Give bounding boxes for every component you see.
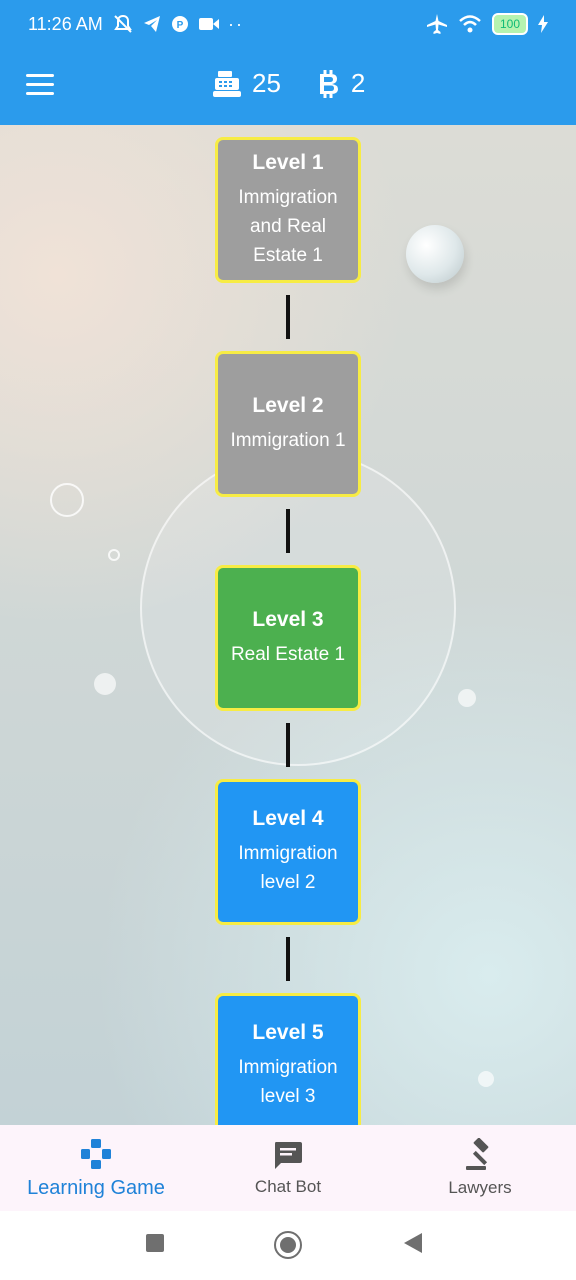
video-camera-icon [199, 18, 219, 30]
menu-icon[interactable] [26, 74, 56, 98]
points-stat: 25 [212, 68, 281, 99]
nav-lawyers[interactable]: Lawyers [384, 1125, 576, 1211]
level-subtitle: Immigration level 2 [238, 843, 338, 893]
charging-icon [538, 15, 548, 33]
level-map[interactable]: Level 1 Immigration and Real Estate 1 Le… [0, 125, 576, 1125]
gavel-icon [466, 1138, 489, 1170]
system-navigation-bar [0, 1211, 576, 1280]
level-title: Level 5 [252, 1021, 324, 1044]
back-icon[interactable] [404, 1233, 422, 1253]
level-connector [286, 509, 290, 553]
more-notifications-icon: ·· [228, 13, 244, 34]
level-title: Level 2 [252, 393, 324, 417]
app-icon: P [172, 16, 188, 32]
status-bar: 11:26 AM P ·· 100 [0, 0, 576, 52]
gamepad-icon [81, 1138, 111, 1169]
background-sphere [406, 225, 464, 283]
background-bubble [94, 673, 116, 695]
status-left-icons: P ·· [112, 13, 244, 35]
svg-text:P: P [177, 20, 184, 31]
level-subtitle: Real Estate 1 [230, 643, 346, 665]
bitcoin-icon [319, 69, 338, 98]
background-bubble [478, 1071, 494, 1087]
points-count: 25 [252, 68, 281, 98]
mute-bell-icon [114, 14, 132, 33]
level-connector [286, 723, 290, 767]
level-connector [286, 937, 290, 981]
level-subtitle: Immigration level 3 [238, 1057, 338, 1107]
background-ring [50, 483, 84, 517]
level-card-5[interactable]: Level 5 Immigration level 3 [215, 993, 361, 1125]
level-subtitle: Immigration and Real Estate 1 [238, 186, 338, 266]
level-title: Level 4 [252, 807, 324, 830]
nav-label: Chat Bot [254, 1177, 322, 1196]
cash-register-icon [213, 70, 241, 97]
nav-label: Learning Game [27, 1176, 165, 1199]
level-title: Level 1 [252, 150, 324, 174]
recent-apps-icon[interactable] [146, 1234, 164, 1252]
telegram-icon [144, 16, 160, 32]
status-time: 11:26 AM [28, 14, 103, 34]
app-stats: 25 2 [212, 68, 365, 99]
chat-icon [275, 1142, 302, 1169]
background-bubble [458, 689, 476, 707]
coins-stat: 2 [317, 68, 365, 99]
bottom-navigation: Learning Game Chat Bot Lawyers [0, 1125, 576, 1211]
level-card-2[interactable]: Level 2 Immigration 1 [215, 351, 361, 497]
app-bar: 25 2 [0, 52, 576, 125]
level-card-4[interactable]: Level 4 Immigration level 2 [215, 779, 361, 925]
airplane-icon [426, 14, 447, 34]
level-title: Level 3 [252, 607, 324, 631]
home-icon[interactable] [274, 1231, 302, 1259]
status-right-icons: 100 [426, 13, 548, 35]
level-subtitle: Immigration 1 [230, 429, 346, 451]
background-ring [108, 549, 120, 561]
coins-count: 2 [350, 68, 366, 98]
nav-label: Lawyers [448, 1178, 512, 1197]
nav-learning-game[interactable]: Learning Game [0, 1125, 192, 1211]
level-connector [286, 295, 290, 339]
wifi-icon [459, 15, 481, 33]
level-card-3[interactable]: Level 3 Real Estate 1 [215, 565, 361, 711]
nav-chat-bot[interactable]: Chat Bot [192, 1125, 384, 1211]
battery-indicator: 100 [491, 13, 528, 35]
level-card-1[interactable]: Level 1 Immigration and Real Estate 1 [215, 137, 361, 283]
